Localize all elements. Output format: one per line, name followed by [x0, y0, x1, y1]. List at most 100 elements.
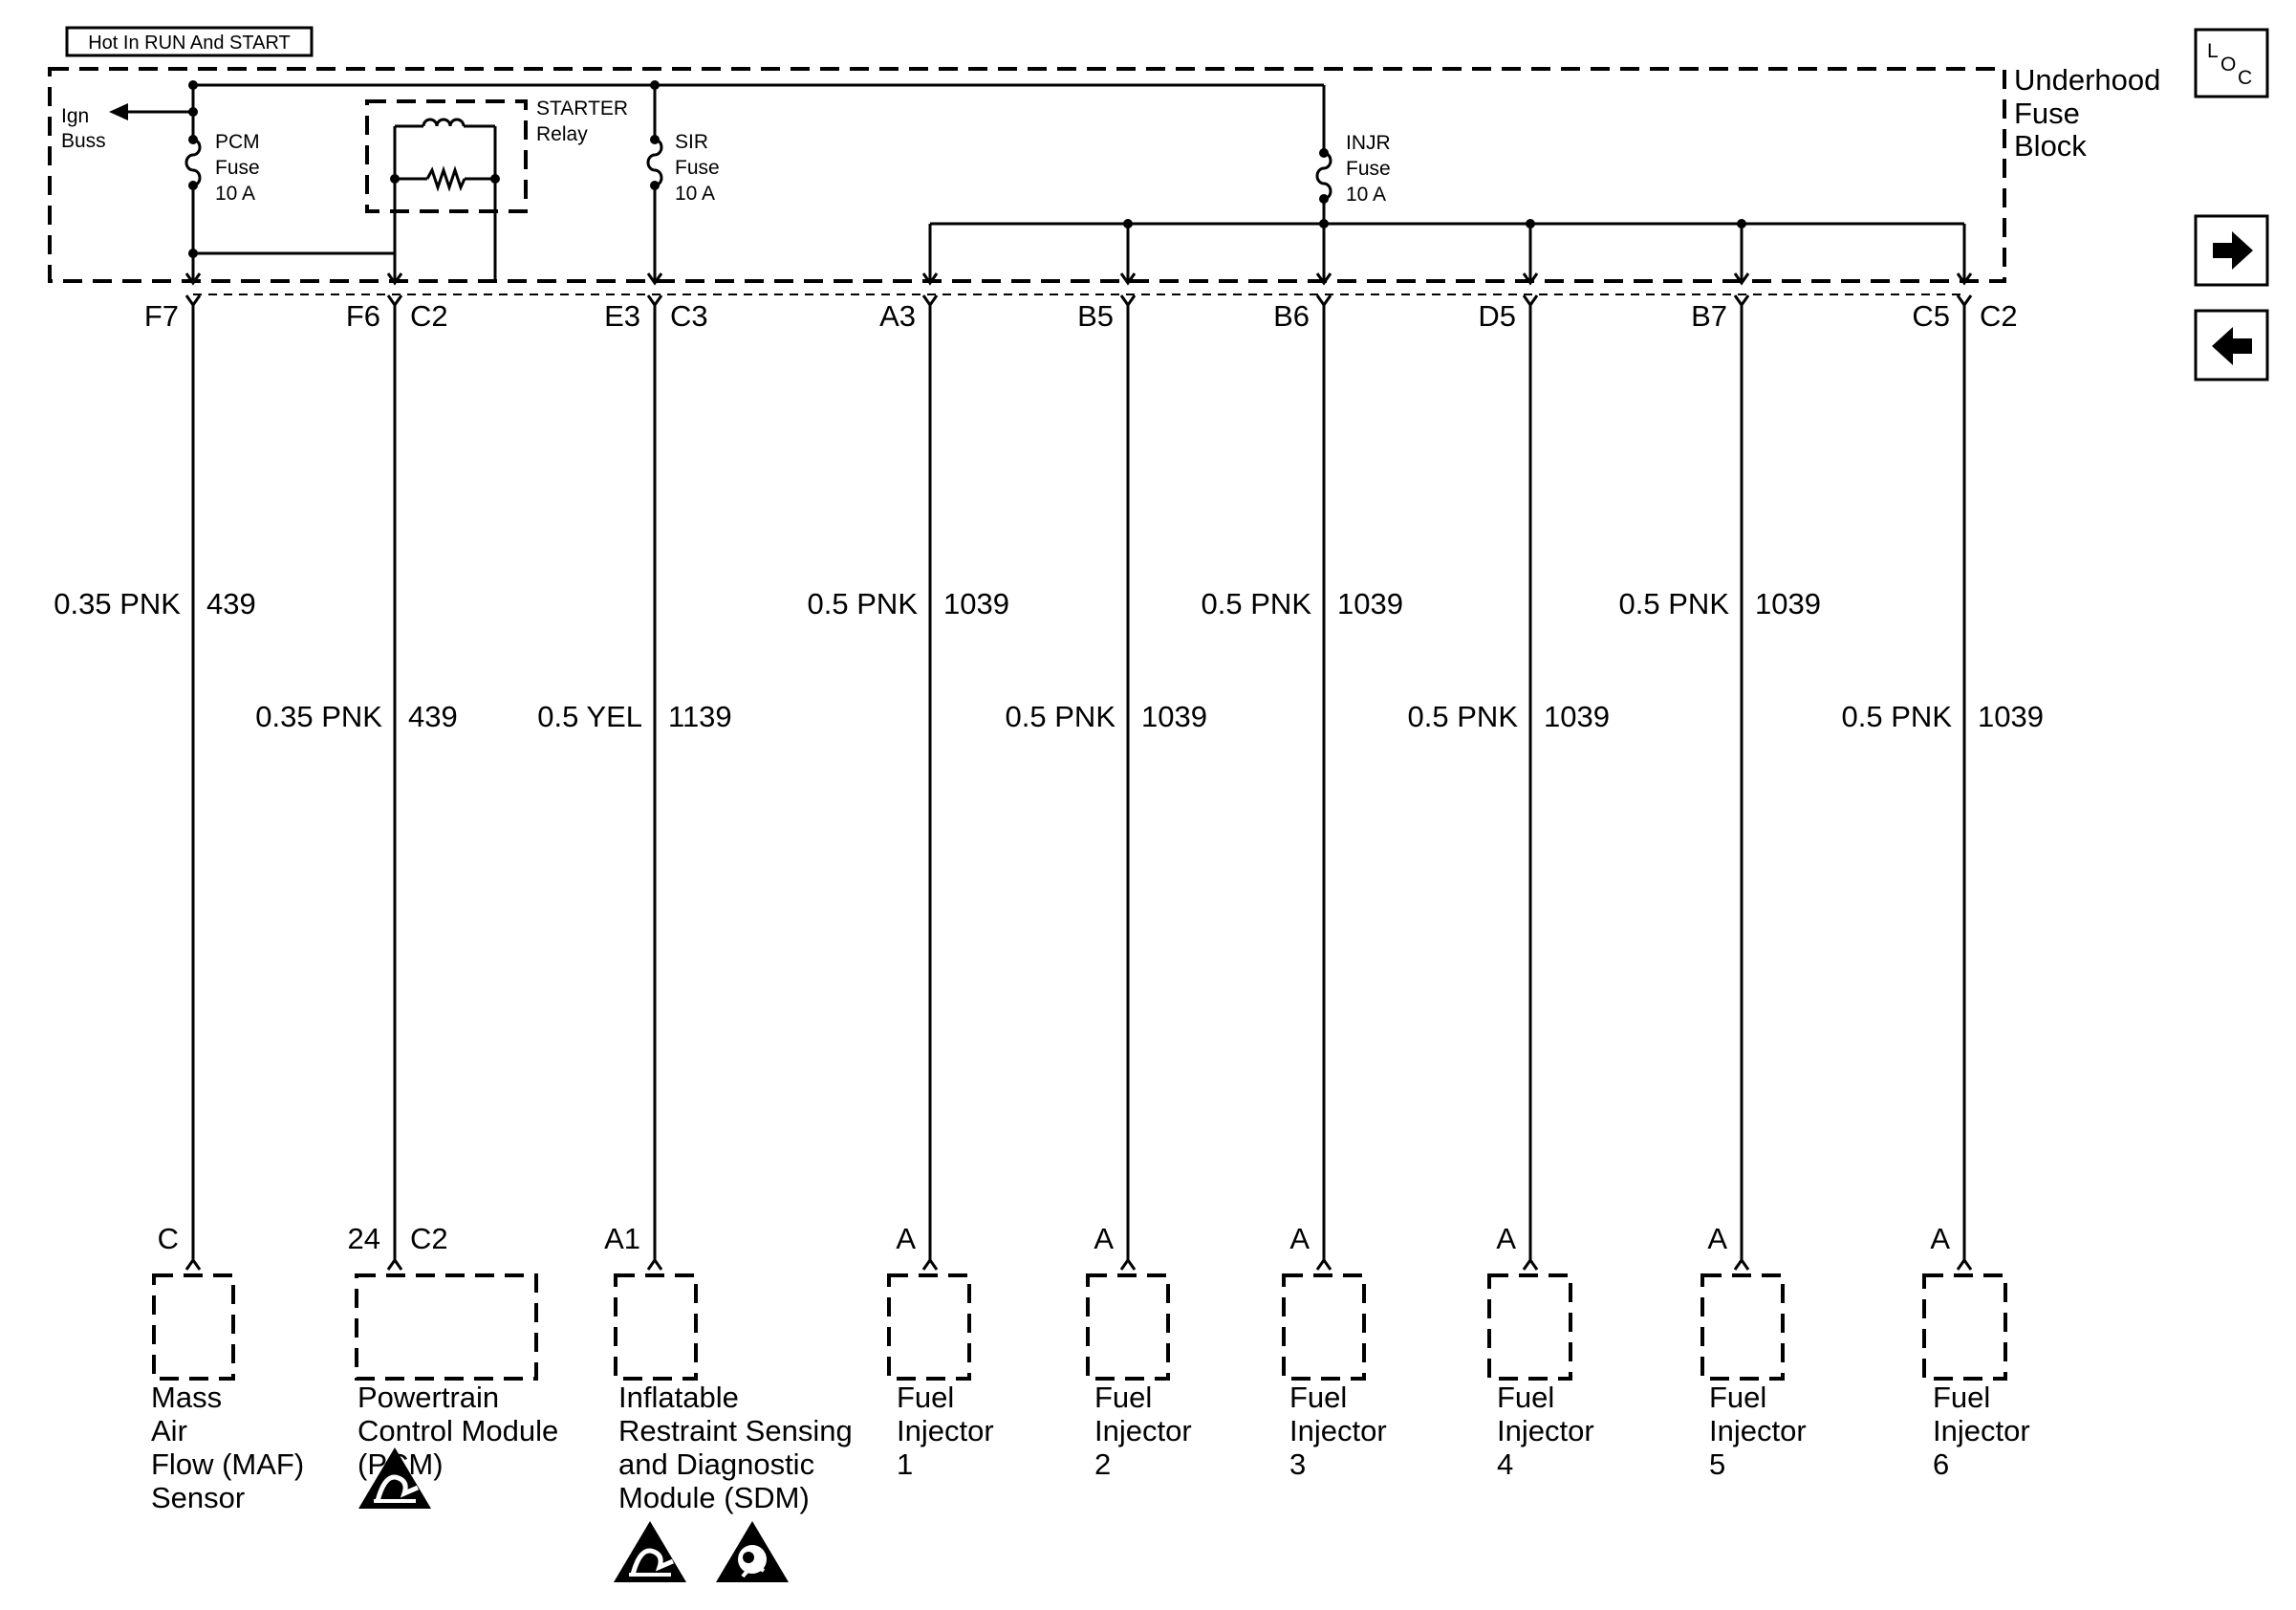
top-pin-label: F6 — [346, 299, 380, 333]
next-page-button[interactable] — [2194, 214, 2269, 287]
circuit-number-label: 1039 — [1337, 587, 1403, 620]
esd-sensitive-icon — [614, 1521, 686, 1582]
component-name-line: 1 — [897, 1447, 913, 1481]
component-name-line: Injector — [1497, 1414, 1594, 1447]
bottom-pin-label: A — [896, 1222, 916, 1255]
loc-letter-o: O — [2220, 54, 2236, 76]
internal-wiring — [109, 80, 1966, 283]
circuit-number-label: 1039 — [1755, 587, 1821, 620]
bottom-connector — [386, 1257, 403, 1271]
component-box — [1086, 1273, 1170, 1381]
prev-page-button[interactable] — [2194, 309, 2269, 381]
bottom-pin-label: A — [1094, 1222, 1114, 1255]
component-name-line: Fuel — [1933, 1381, 1990, 1414]
component-name-line: Air — [151, 1414, 187, 1447]
bottom-connector — [646, 1257, 663, 1271]
top-connector-fork — [1956, 294, 1973, 308]
bottom-pin-label: 24 — [348, 1222, 380, 1255]
loc-button[interactable]: L O C — [2194, 28, 2269, 98]
bottom-connector — [184, 1257, 202, 1271]
wire-color-label: 0.5 PNK — [808, 587, 919, 620]
circuit-number-label: 1039 — [1544, 700, 1610, 733]
top-connector-label: C2 — [1980, 299, 2018, 333]
wire-color-label: 0.5 PNK — [1408, 700, 1519, 733]
top-pin-label: B5 — [1077, 299, 1114, 333]
top-connector-fork — [1315, 294, 1332, 308]
component-name-line: and Diagnostic — [618, 1447, 814, 1481]
component-box — [152, 1273, 235, 1381]
relay-label-line-1: STARTER — [536, 98, 628, 120]
circuit-number-label: 1039 — [1141, 700, 1207, 733]
fuse-block-title-line-3: Block — [2014, 129, 2087, 163]
top-connector-arrow — [1119, 272, 1137, 286]
top-connector-fork — [184, 294, 202, 308]
top-pin-label: B6 — [1273, 299, 1310, 333]
top-connector-arrow — [1315, 272, 1332, 286]
sir-fuse-line-2: Fuse — [675, 157, 720, 179]
component-name-line: Restraint Sensing — [618, 1414, 853, 1447]
circuit-number-label: 1039 — [943, 587, 1009, 620]
component-name-line: Inflatable — [618, 1381, 739, 1414]
wire-color-label: 0.5 PNK — [1202, 587, 1312, 620]
wire-color-label: 0.5 PNK — [1842, 700, 1953, 733]
fuse-block-title-line-1: Underhood — [2014, 63, 2160, 97]
injr-fuse-line-2: Fuse — [1346, 158, 1391, 180]
component-name-line: Mass — [151, 1381, 222, 1414]
starter-relay: STARTER Relay — [365, 98, 628, 283]
circuit-number-label: 439 — [206, 587, 256, 620]
bottom-pin-label: A — [1496, 1222, 1516, 1255]
bottom-connector — [1119, 1257, 1137, 1271]
component-box — [1700, 1273, 1785, 1381]
top-connector-fork — [1522, 294, 1539, 308]
bottom-connector — [1956, 1257, 1973, 1271]
bottom-pin-label: A1 — [604, 1222, 640, 1255]
top-connector-arrow — [386, 272, 403, 286]
hot-in-label: Hot In RUN And START — [65, 26, 314, 57]
component-name-line: 3 — [1289, 1447, 1306, 1481]
component-name-line: Control Module — [357, 1414, 558, 1447]
component-name-line: 6 — [1933, 1447, 1949, 1481]
ign-label-line-2: Buss — [61, 130, 106, 152]
wire-color-label: 0.5 PNK — [1619, 587, 1730, 620]
fuse-block-title: Underhood Fuse Block — [2014, 63, 2160, 163]
top-pin-label: E3 — [604, 299, 640, 333]
wire-color-label: 0.5 PNK — [1006, 700, 1116, 733]
top-pin-label: B7 — [1691, 299, 1727, 333]
component-name-line: Powertrain — [357, 1381, 499, 1414]
bottom-pin-label: C — [158, 1222, 179, 1255]
top-connector-arrow — [646, 272, 663, 286]
bottom-connector — [1522, 1257, 1539, 1271]
fuse-label-sir: SIR Fuse 10 A — [675, 131, 720, 205]
component-name-line: Fuel — [1497, 1381, 1554, 1414]
top-connector-fork — [921, 294, 939, 308]
esd-sensitive-icon — [358, 1447, 431, 1509]
ign-label-line-1: Ign — [61, 105, 89, 127]
top-connector-arrow — [1956, 272, 1973, 286]
component-box — [614, 1273, 698, 1381]
top-pin-label: D5 — [1478, 299, 1516, 333]
component-name-line: Fuel — [1709, 1381, 1766, 1414]
pcm-fuse-line-2: Fuse — [215, 157, 260, 179]
sir-fuse-line-3: 10 A — [675, 183, 715, 205]
component-box — [1282, 1273, 1366, 1381]
top-connector-fork — [1119, 294, 1137, 308]
circuit-number-label: 439 — [408, 700, 458, 733]
wire-color-label: 0.35 PNK — [255, 700, 382, 733]
relay-label-line-2: Relay — [536, 123, 588, 145]
component-box — [355, 1273, 538, 1381]
component-box — [887, 1273, 971, 1381]
top-connector-arrow — [1733, 272, 1750, 286]
component-name-line: Module (SDM) — [618, 1481, 810, 1514]
bottom-pin-label: A — [1289, 1222, 1310, 1255]
top-connector-label: C3 — [670, 299, 708, 333]
arrow-right-icon — [2213, 231, 2253, 270]
component-name-line: 4 — [1497, 1447, 1513, 1481]
component-name-line: Injector — [1094, 1414, 1192, 1447]
fuse-label-pcm: PCM Fuse 10 A — [215, 131, 260, 205]
loc-letter-l: L — [2207, 40, 2219, 62]
